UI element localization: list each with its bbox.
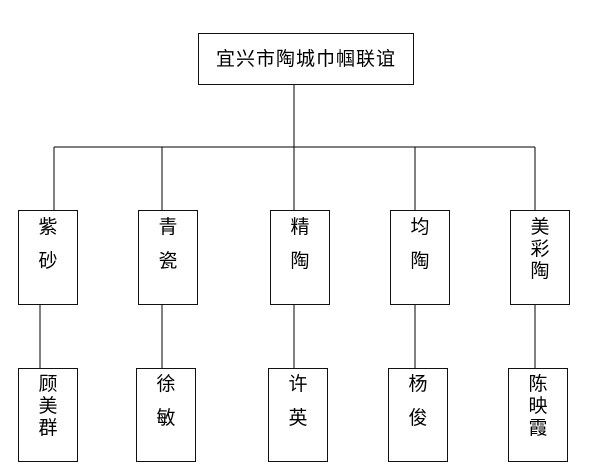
label-char: 美 xyxy=(530,216,550,238)
label-char: 砂 xyxy=(38,250,58,272)
label-char: 均 xyxy=(410,216,430,238)
category-node-juntao: 均陶 xyxy=(390,210,450,305)
label-char: 陈 xyxy=(528,373,548,395)
label-char: 群 xyxy=(38,417,58,439)
person-name: 徐敏 xyxy=(156,375,175,443)
label-char: 俊 xyxy=(408,407,428,429)
person-node-yang-jun: 杨俊 xyxy=(388,368,448,462)
person-node-xu-ying: 许英 xyxy=(268,368,328,462)
label-char: 青 xyxy=(158,216,178,238)
label-char: 英 xyxy=(288,407,308,429)
person-name: 陈映霞 xyxy=(528,375,547,441)
category-node-jingtao: 精陶 xyxy=(270,210,330,305)
label-char: 紫 xyxy=(38,216,58,238)
category-node-meicaitao: 美彩陶 xyxy=(510,210,570,305)
label-char: 敏 xyxy=(156,407,176,429)
label-char: 陶 xyxy=(530,260,550,282)
category-label: 均陶 xyxy=(410,218,429,286)
label-char: 陶 xyxy=(290,250,310,272)
category-node-qingci: 青瓷 xyxy=(138,210,198,305)
label-char: 彩 xyxy=(530,238,550,260)
root-title: 宜兴市陶城巾帼联谊 xyxy=(215,47,396,70)
category-label: 精陶 xyxy=(290,218,309,286)
label-char: 霞 xyxy=(528,417,548,439)
label-char: 许 xyxy=(288,373,308,395)
person-name: 杨俊 xyxy=(408,375,427,443)
label-char: 杨 xyxy=(408,373,428,395)
category-label: 美彩陶 xyxy=(530,218,549,284)
label-char: 映 xyxy=(528,395,548,417)
category-label: 青瓷 xyxy=(158,218,177,286)
person-name: 许英 xyxy=(288,375,307,443)
person-node-gu-meiqun: 顾美群 xyxy=(18,368,78,462)
person-node-chen-yingxia: 陈映霞 xyxy=(508,368,568,462)
label-char: 瓷 xyxy=(158,250,178,272)
category-label: 紫砂 xyxy=(38,218,57,286)
root-node: 宜兴市陶城巾帼联谊 xyxy=(198,33,414,85)
label-char: 陶 xyxy=(410,250,430,272)
label-char: 徐 xyxy=(156,373,176,395)
label-char: 美 xyxy=(38,395,58,417)
label-char: 顾 xyxy=(38,373,58,395)
category-node-zisha: 紫砂 xyxy=(18,210,78,305)
label-char: 精 xyxy=(290,216,310,238)
person-node-xu-min: 徐敏 xyxy=(136,368,196,462)
person-name: 顾美群 xyxy=(38,375,57,441)
